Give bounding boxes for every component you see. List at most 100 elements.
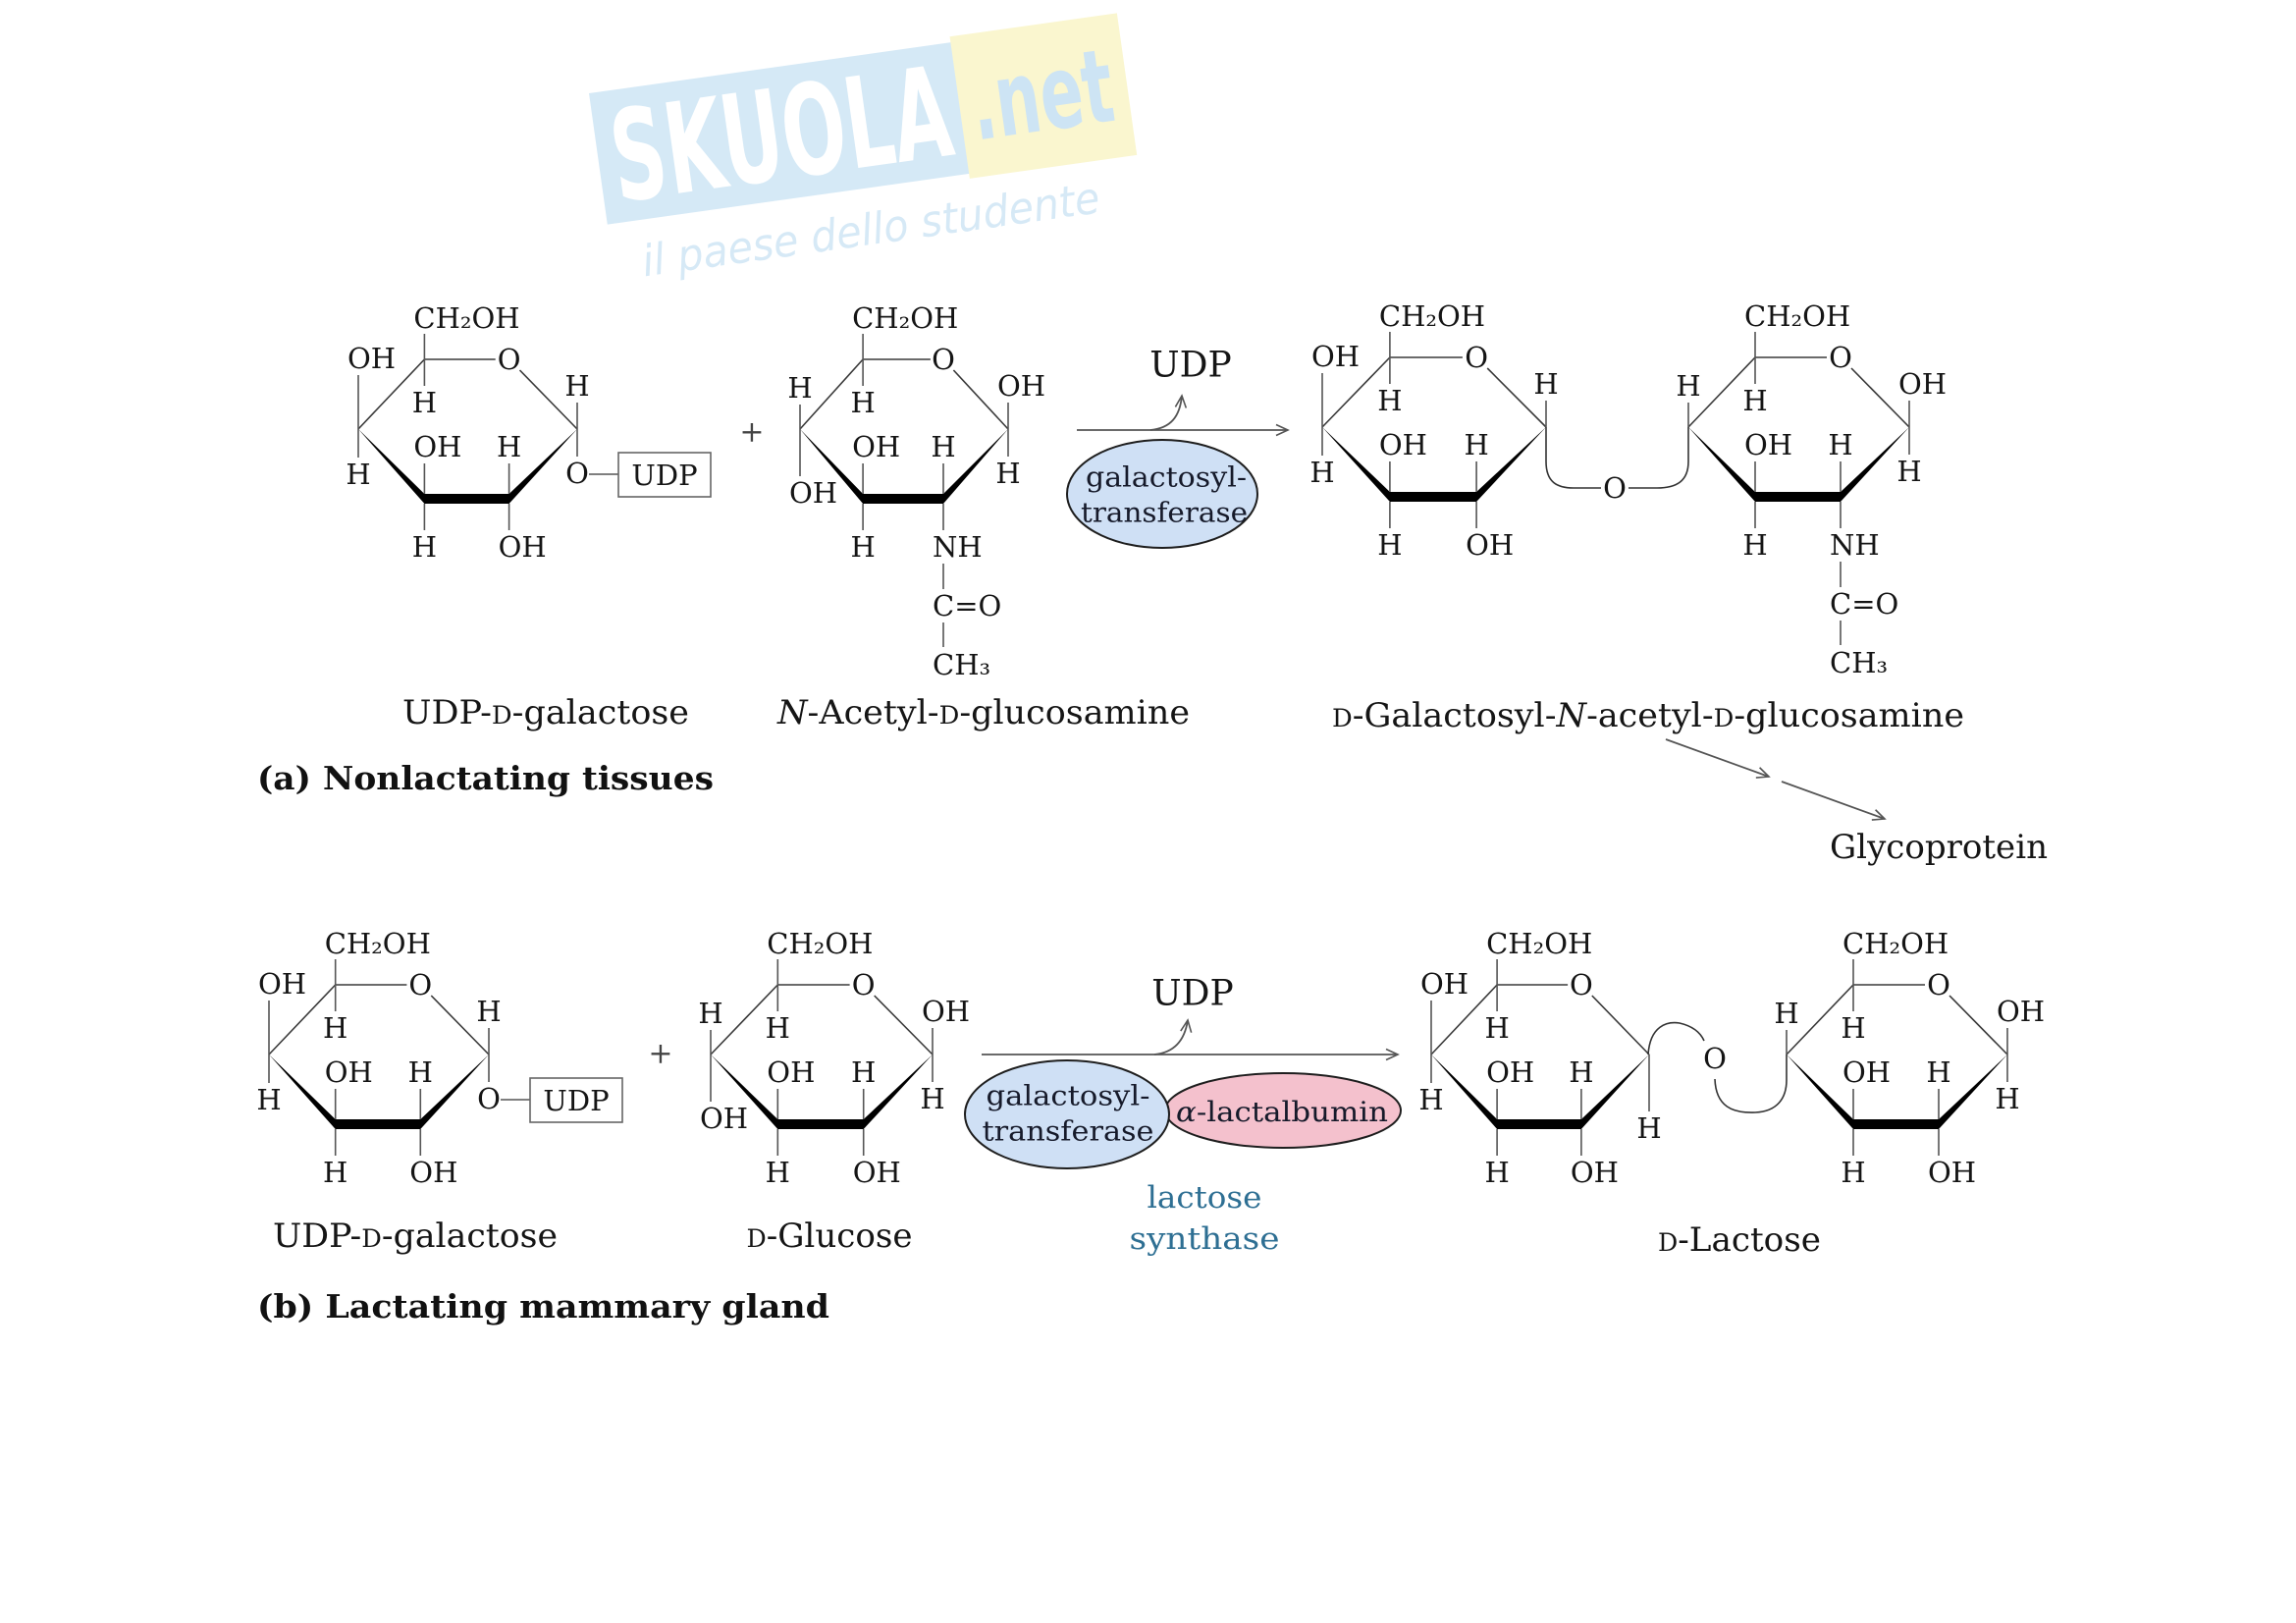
- plus-sign: +: [739, 415, 764, 450]
- watermark-tld: .net: [963, 26, 1121, 164]
- substituent-c1-up: OH: [1898, 367, 1947, 401]
- substituent-c2-down: OH: [409, 1156, 457, 1189]
- name-text: UDP-: [402, 693, 492, 732]
- ring-oxygen: O: [1829, 341, 1852, 374]
- substituent-c2-up: H: [1828, 428, 1852, 461]
- pathway-arrow-1: [1665, 738, 1771, 779]
- udp-release-arrow: [1149, 394, 1188, 431]
- substituent-c3-down: H: [1377, 528, 1402, 562]
- enzyme-label-line1: galactosyl-: [987, 1080, 1150, 1112]
- substituent-c4-up: H: [787, 371, 812, 405]
- udp-box-label: UDP: [543, 1084, 609, 1117]
- compound-name-galactosyl-n-acetylglucosamine: D-Galactosyl-N-acetyl-D-glucosamine: [1332, 696, 1964, 735]
- panel-a-title: (a) Nonlactating tissues: [257, 759, 714, 797]
- name-text: -galactose: [512, 693, 689, 732]
- substituent-c4-down: H: [1418, 1083, 1443, 1116]
- small-caps-d: D: [747, 1224, 767, 1253]
- acetyl-methyl: CH₃: [933, 648, 990, 681]
- substituent-c3-down: H: [850, 530, 875, 564]
- substituent-c3-down: H: [323, 1156, 347, 1189]
- substituent-c1-down: H: [1896, 455, 1921, 488]
- bridge-oxygen: O: [1703, 1042, 1727, 1075]
- udp-box: [529, 1077, 623, 1123]
- compound-name-lactose: D-Lactose: [1658, 1220, 1821, 1260]
- substituent-c1-down: H: [995, 457, 1020, 490]
- substituent-c5-down: H: [850, 386, 875, 419]
- glycosidic-link-b: O: [1647, 1021, 1788, 1113]
- name-text: UDP-: [273, 1217, 361, 1256]
- complex-label-line2: synthase: [1130, 1221, 1280, 1257]
- small-caps-d: D: [1714, 704, 1735, 732]
- ring-oxygen: O: [408, 968, 432, 1001]
- ring-oxygen: O: [1570, 968, 1593, 1001]
- substituent-c3-down: H: [766, 1156, 790, 1189]
- substituent-c2-down: OH: [1928, 1156, 1976, 1189]
- small-caps-d: D: [1332, 704, 1353, 732]
- name-text: -Glucose: [767, 1217, 913, 1256]
- substituent-c2-up: H: [497, 430, 521, 463]
- acetyl-carbonyl: C=O: [933, 589, 1001, 622]
- ring-front-edge: [1322, 427, 1546, 502]
- ring-front-edge: [1431, 1055, 1649, 1129]
- name-text: -lactalbumin: [1197, 1096, 1388, 1128]
- substituent-c2-up: H: [1569, 1055, 1593, 1089]
- substituent-c1-up: H: [564, 369, 589, 403]
- compound-name-udp-galactose: UDP-D-galactose: [273, 1217, 558, 1256]
- link-bond-left: [1545, 427, 1601, 489]
- pathway-arrow-2: [1781, 781, 1887, 821]
- substituent-c5-up: CH₂OH: [852, 301, 958, 335]
- substituent-c4-up: H: [1774, 997, 1798, 1030]
- substituent-c4-up: H: [1676, 369, 1700, 403]
- bridge-oxygen: O: [1603, 471, 1627, 505]
- italic-symbol: N: [776, 693, 809, 732]
- ring-front-edge: [358, 429, 577, 504]
- substituent-c3-down: H: [412, 530, 437, 564]
- substituent-c1-up: OH: [922, 995, 970, 1028]
- substituent-c5-up: CH₂OH: [1842, 927, 1949, 960]
- ring-front-edge: [800, 429, 1008, 504]
- substituent-c1-up: OH: [1997, 995, 2045, 1028]
- substituent-c4-up: OH: [1311, 340, 1360, 373]
- substituent-c4-up: OH: [347, 342, 396, 375]
- substituent-c3-up: OH: [1744, 428, 1792, 461]
- enzyme-galactosyltransferase: [964, 1059, 1170, 1169]
- italic-symbol: N: [1555, 696, 1587, 735]
- substituent-c4-up: OH: [1420, 967, 1468, 1001]
- substituent-c3-down: H: [1484, 1156, 1509, 1189]
- substituent-c3-up: OH: [767, 1055, 815, 1089]
- substituent-c2-up: H: [408, 1055, 433, 1089]
- substituent-c5-up: CH₂OH: [767, 927, 873, 960]
- substituent-c1-down: O: [477, 1082, 501, 1115]
- small-caps-d: D: [492, 701, 512, 730]
- substituent-c5-down: H: [1484, 1011, 1509, 1045]
- substituent-c2-down: OH: [853, 1156, 901, 1189]
- name-text: -Galactosyl-: [1353, 696, 1557, 735]
- name-text: -glucosamine: [1734, 696, 1964, 735]
- ring-oxygen: O: [1927, 968, 1950, 1001]
- glycosidic-link-a: O: [1545, 427, 1689, 505]
- substituent-c2-down: OH: [1466, 528, 1514, 562]
- enzyme-label-line2: transferase: [983, 1115, 1154, 1148]
- link-bond-left: [1647, 1021, 1705, 1055]
- ring-front-edge: [711, 1055, 933, 1129]
- substituent-c2-up: H: [1926, 1055, 1950, 1089]
- small-caps-d: D: [939, 701, 960, 730]
- substituent-c2-down: NH: [1830, 528, 1880, 562]
- substituent-c5-up: CH₂OH: [1744, 299, 1850, 333]
- reaction-b: UDP galactosyl- transferase α-lactalbumi…: [964, 974, 1402, 1257]
- ring-front-edge: [1688, 427, 1909, 502]
- italic-symbol: α: [1176, 1096, 1197, 1128]
- substituent-c5-down: H: [1841, 1011, 1865, 1045]
- enzyme-label-line2: transferase: [1081, 497, 1248, 529]
- substituent-c5-down: H: [1377, 384, 1402, 417]
- substituent-c2-down: OH: [1571, 1156, 1619, 1189]
- substituent-c5-down: H: [1742, 384, 1767, 417]
- ring-oxygen: O: [1465, 341, 1488, 374]
